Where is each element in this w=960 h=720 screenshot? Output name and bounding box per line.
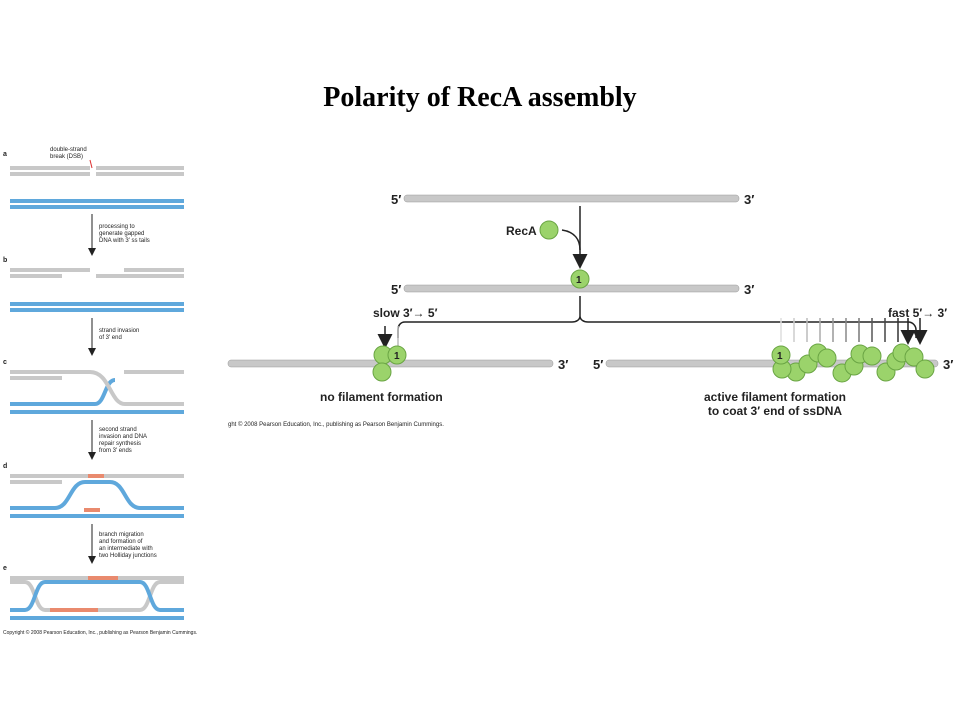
strand-c-gray-invasion (89, 370, 184, 406)
left-nucleus-number: 1 (394, 351, 400, 362)
strand-b-top-left (10, 268, 90, 272)
strand-c-top-left (10, 370, 90, 374)
reca-join-curve (561, 229, 581, 251)
mid-three-prime: 3′ (744, 282, 754, 297)
arrow4-line1: branch migration (99, 532, 144, 538)
right-copyright: ght © 2008 Pearson Education, Inc., publ… (228, 421, 444, 428)
reca-nucleus-icon (570, 269, 590, 289)
strand-a-blue-bottom (10, 205, 184, 209)
repair-e-top (88, 576, 118, 580)
repair-d-top (88, 474, 104, 478)
step-label-c: c (3, 359, 7, 366)
dsb-label-line1: double-strand (50, 147, 87, 153)
left-caption: no filament formation (320, 390, 443, 404)
right-five-prime: 5′ (593, 357, 603, 372)
arrow2-line2: of 3′ end (99, 335, 122, 341)
strand-c-blue-bottom (10, 410, 184, 414)
strand-b-bottom-right (96, 274, 184, 278)
middle-ssdna-strand (403, 284, 740, 293)
slow-label: slow 3′→ 5′ (373, 306, 438, 320)
arrow3-line1: second strand (99, 427, 137, 433)
top-five-prime: 5′ (391, 192, 401, 207)
arrow3-line2: invasion and DNA (99, 434, 147, 440)
strand-a-bottom-left (10, 172, 90, 176)
step-label-d: d (3, 463, 7, 470)
strand-c-top-right (124, 370, 184, 374)
right-caption-line2: to coat 3′ end of ssDNA (708, 404, 843, 418)
reca-left-2-icon (372, 362, 392, 382)
top-three-prime: 3′ (744, 192, 754, 207)
arrow2-line1: strand invasion (99, 328, 139, 334)
strand-a-blue-top (10, 199, 184, 203)
left-three-prime: 3′ (558, 357, 568, 372)
right-caption-line1: active filament formation (704, 390, 846, 404)
strand-b-top-right (124, 268, 184, 272)
strand-b-blue-top (10, 302, 184, 306)
reca-filament-group (771, 343, 935, 383)
repair-d-bottom (84, 508, 100, 512)
reca-filament-icon (862, 346, 882, 366)
page-title: Polarity of RecA assembly (323, 82, 637, 113)
fast-arrows-group (780, 318, 928, 345)
repair-e-bottom (50, 608, 98, 612)
strand-c-blue-invasion (10, 378, 116, 406)
strand-d-gray-bottom (10, 480, 62, 484)
arrow4-line2: and formation of (99, 539, 143, 545)
strand-a-bottom-right (96, 172, 184, 176)
reca-left-nucleus-icon (387, 345, 407, 365)
dsb-label-line2: break (DSB) (50, 154, 83, 160)
arrow4-line4: two Holliday junctions (99, 553, 157, 559)
dsb-arrow-icon (89, 159, 93, 169)
right-nucleus-number: 1 (777, 351, 783, 362)
reca-filament-icon (915, 359, 935, 379)
fast-label: fast 5′→ 3′ (888, 306, 947, 320)
arrow1-line2: generate gapped (99, 231, 144, 237)
strand-a-top-right (96, 166, 184, 170)
nucleus-number: 1 (576, 275, 582, 286)
strand-e-blue-cross (10, 580, 184, 612)
arrow3-line3: repair synthesis (99, 441, 141, 447)
reca-label: RecA (506, 224, 537, 238)
strand-c-bottom-left (10, 376, 62, 380)
reca-filament-icon (904, 347, 924, 367)
arrow1-line1: processing to (99, 224, 135, 230)
mid-five-prime: 5′ (391, 282, 401, 297)
arrow4-line3: an intermediate with (99, 546, 153, 552)
arrow3-line4: from 3′ ends (99, 448, 132, 454)
top-ssdna-strand (403, 194, 740, 203)
left-copyright: Copyright © 2008 Pearson Education, Inc.… (3, 629, 197, 636)
strand-d-blue-bottom (10, 514, 184, 518)
strand-a-top-left (10, 166, 90, 170)
reca-filament-nucleus-icon (771, 345, 791, 365)
step-label-e: e (3, 565, 7, 572)
right-three-prime: 3′ (943, 357, 953, 372)
step-label-b: b (3, 257, 7, 264)
step-label-a: a (3, 151, 7, 158)
strand-d-blue-loop (10, 480, 184, 510)
strand-b-blue-bottom (10, 308, 184, 312)
reca-filament-icon (817, 348, 837, 368)
arrow1-line3: DNA with 3′ ss tails (99, 238, 150, 244)
branch-bracket (397, 296, 917, 338)
strand-b-bottom-left (10, 274, 62, 278)
strand-e-blue-bottom (10, 616, 184, 620)
reca-monomer-icon (539, 220, 559, 240)
